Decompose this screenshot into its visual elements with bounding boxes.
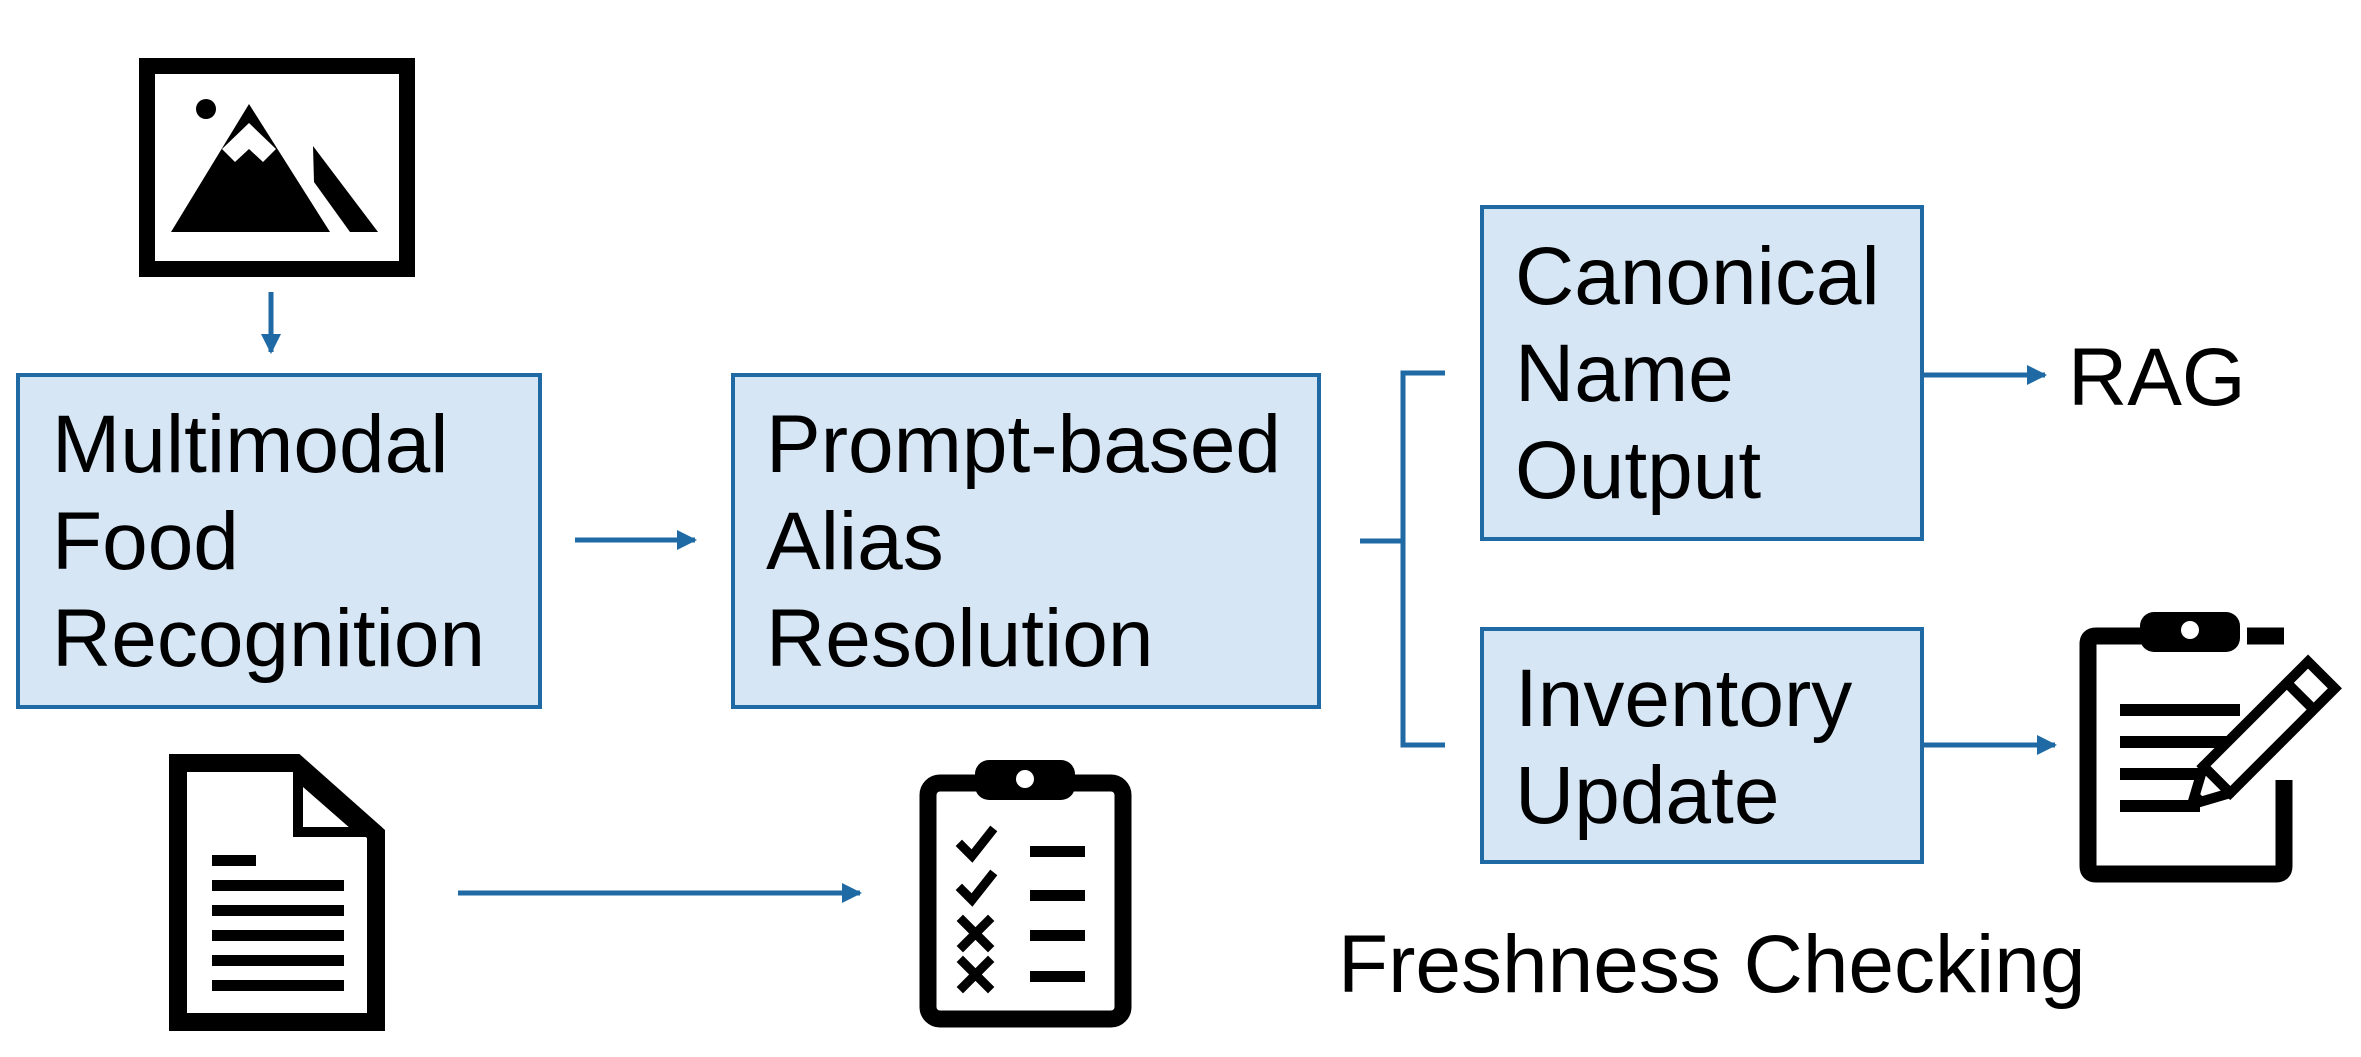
clipboard-edit-icon [2079, 612, 2342, 883]
box-prompt-based-alias-resolution-label: Prompt-based Alias Resolution [766, 399, 1282, 684]
freshness-checking-label: Freshness Checking [1338, 919, 2086, 1010]
rag-label: RAG [2068, 332, 2246, 423]
box-prompt-based-alias-resolution [731, 373, 1321, 709]
box-multimodal-food-recognition-label: Multimodal Food Recognition [52, 399, 486, 684]
image-icon [139, 58, 415, 277]
bracket-split [1400, 370, 1445, 748]
box-inventory-update-label: Inventory Update [1515, 653, 1853, 841]
checklist-clipboard-icon [919, 760, 1132, 1028]
document-icon [169, 754, 385, 1031]
box-inventory-update [1480, 627, 1924, 864]
box-multimodal-food-recognition [16, 373, 542, 709]
box-canonical-name-output-label: Canonical Name Output [1515, 231, 1880, 516]
box-canonical-name-output [1480, 205, 1924, 541]
